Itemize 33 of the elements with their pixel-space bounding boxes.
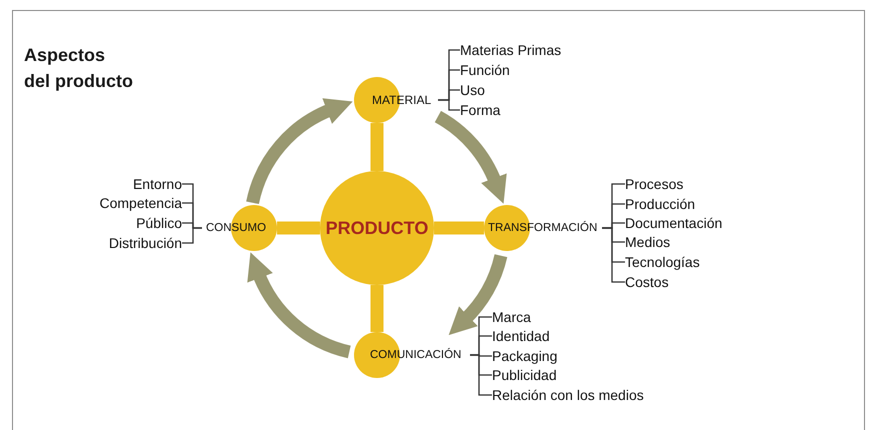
title: Aspectos del producto [24,44,134,93]
aspect-item: Documentación [625,214,722,232]
aspect-item: Packaging [492,347,558,365]
connector-bar [277,222,320,234]
aspect-item: Producción [625,195,696,213]
aspect-item: Forma [460,101,500,119]
aspect-item: Distribución [108,234,182,252]
curved-arrow [450,254,508,336]
bracket-line [438,99,460,111]
curved-arrow [248,252,352,358]
aspect-item: Publicidad [492,366,557,384]
aspect-item: Marca [492,308,531,326]
aspect-item: Identidad [492,327,550,345]
aspect-item: Relación con los medios [492,386,644,404]
curved-arrow [434,111,506,204]
aspect-item: Tecnologías [625,253,700,271]
aspect-item: Uso [460,81,485,99]
aspect-item: Materias Primas [460,41,562,59]
aspect-item: Competencia [100,194,182,212]
aspect-item: Público [136,214,182,232]
bracket-line [602,227,625,283]
aspect-item: Costos [625,273,669,291]
aspect-item: Función [460,61,510,79]
aspect-item: Medios [625,233,670,251]
center-label: PRODUCTO [326,216,428,240]
aspect-item: Procesos [625,175,684,193]
bracket-line [470,354,492,396]
connector-bar [370,285,384,332]
bracket-line [182,227,202,244]
connector-bar [434,222,484,234]
aspect-item: Entorno [132,175,182,193]
connector-bar [370,123,384,171]
curved-arrow [246,98,352,204]
